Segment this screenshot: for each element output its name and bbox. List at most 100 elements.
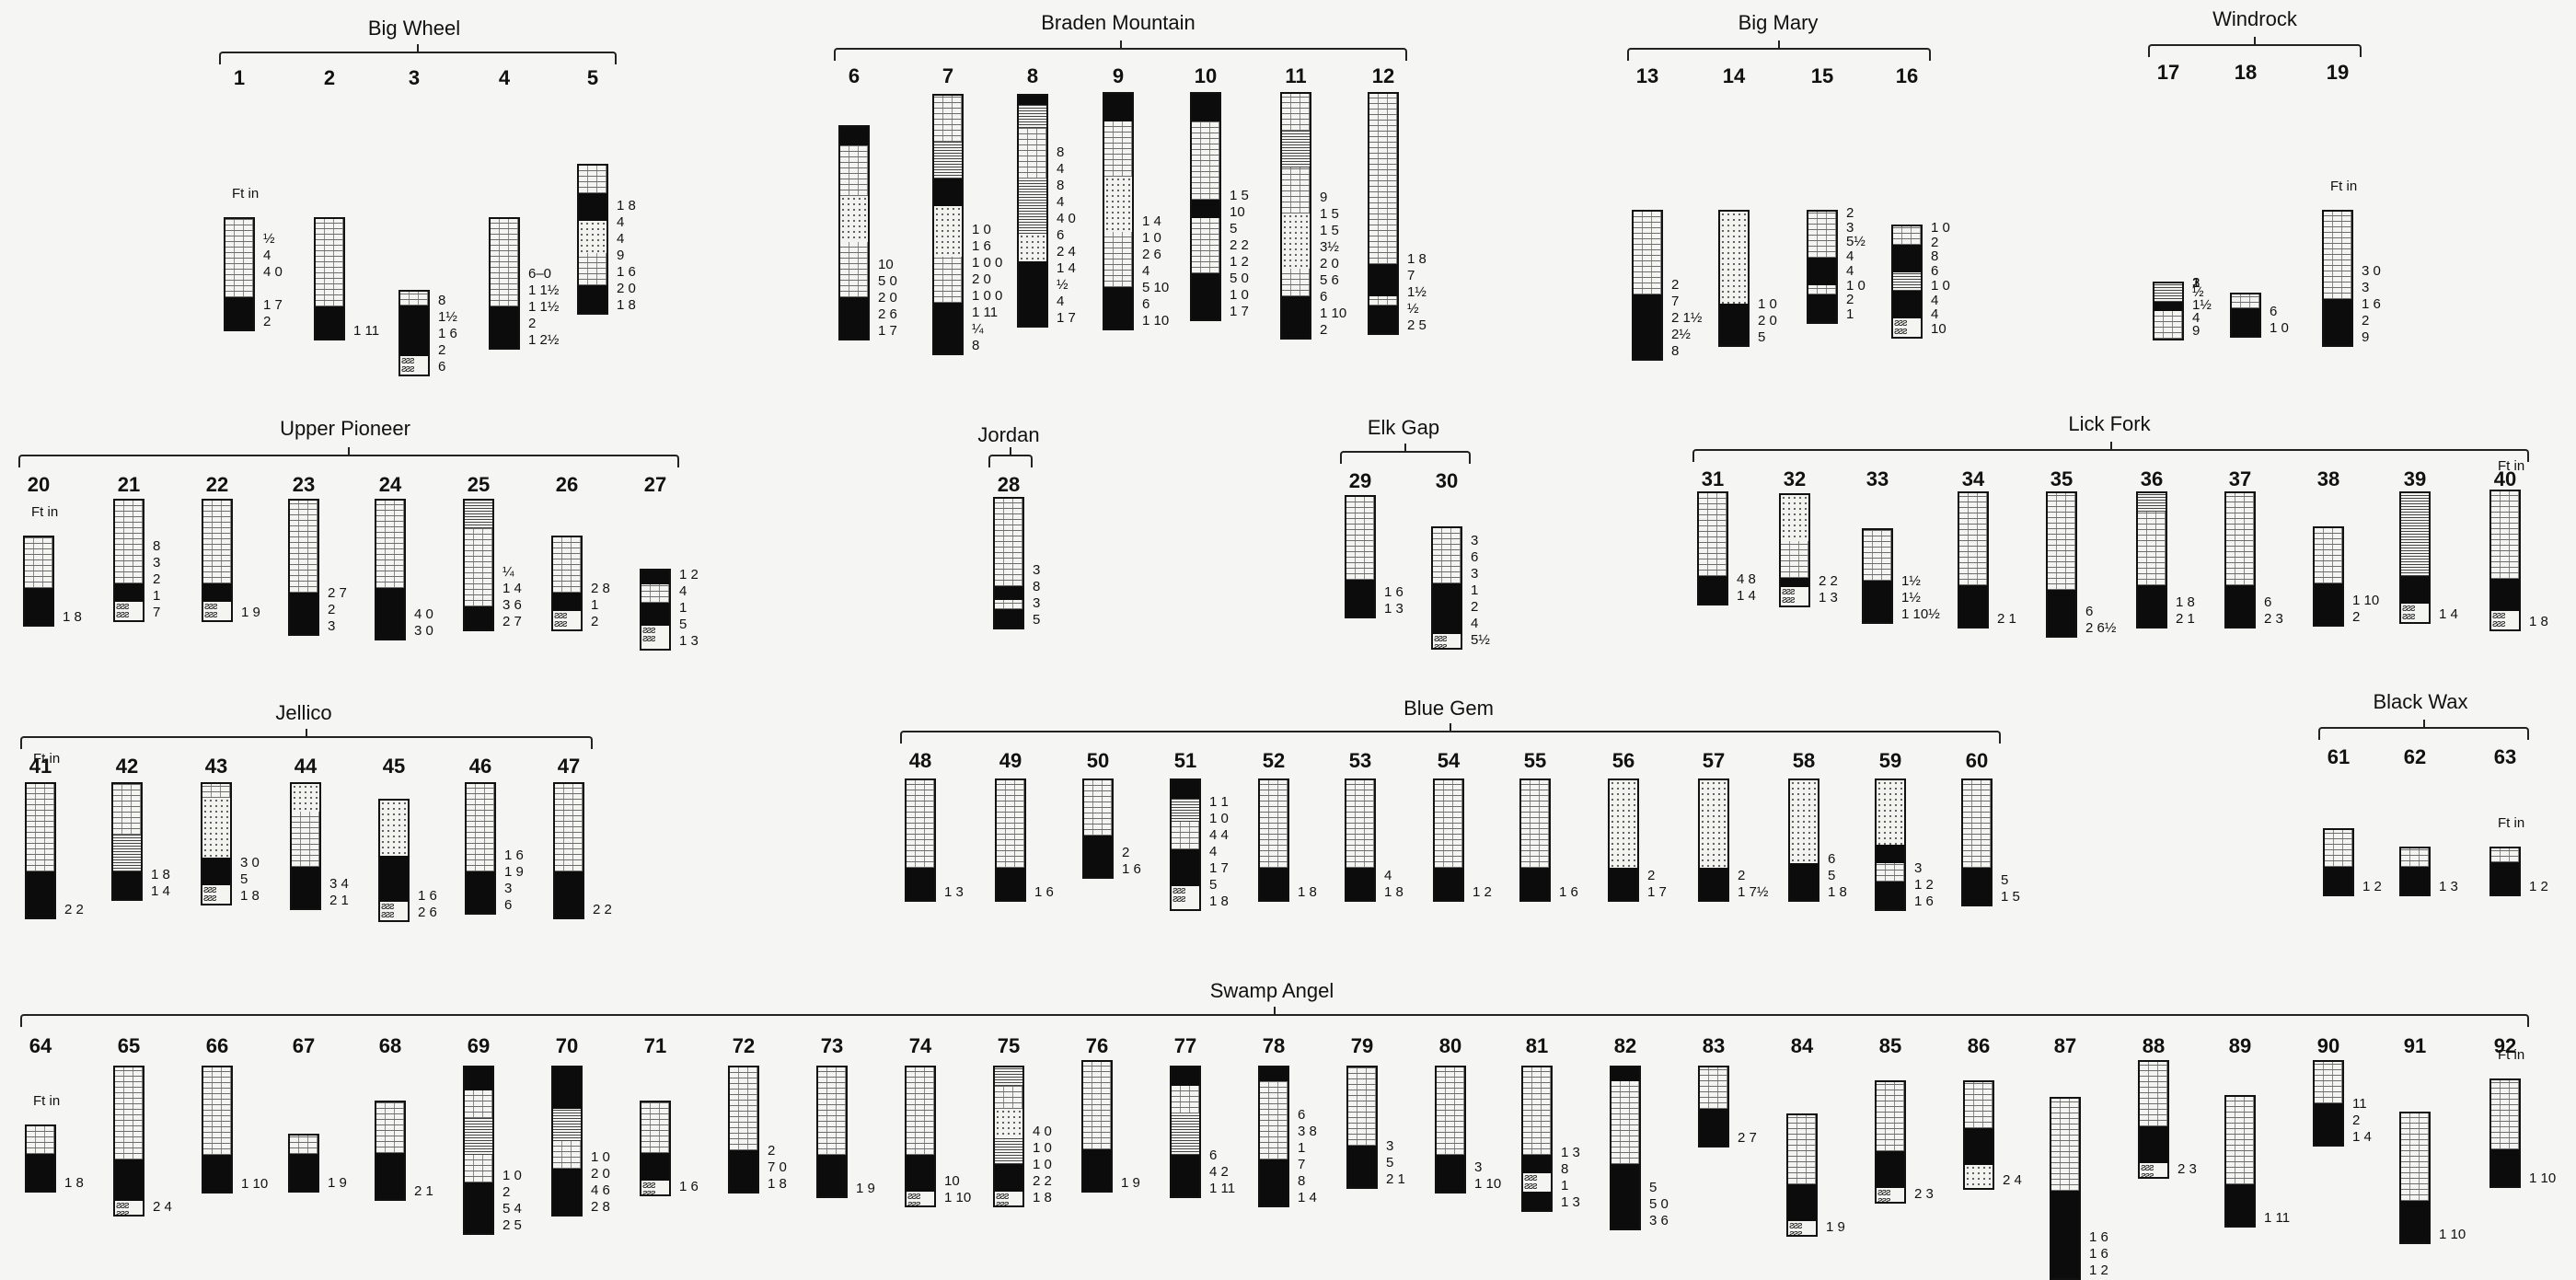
thickness-label: 4 xyxy=(2192,310,2201,326)
section-number: 79 xyxy=(1350,1034,1374,1057)
section-number: 4 xyxy=(498,66,511,89)
section-number: 41 xyxy=(29,755,52,778)
group-bracket-center xyxy=(1274,1007,1276,1014)
thickness-label: 6 xyxy=(1828,851,1836,867)
layer-shale xyxy=(2048,493,2075,590)
section-number: 40 xyxy=(2493,467,2517,490)
thickness-label: 1 0 xyxy=(1142,230,1161,246)
layer-sand xyxy=(840,196,868,242)
layer-shale xyxy=(907,780,934,868)
layer-shale xyxy=(1369,94,1397,264)
layer-coal xyxy=(1634,294,1661,359)
section-number: 61 xyxy=(2327,745,2351,768)
layer-sand xyxy=(292,784,319,812)
thickness-label: 3 8 xyxy=(1298,1124,1317,1139)
thickness-label: 6 xyxy=(1320,289,1328,305)
thickness-label: 3 xyxy=(1033,595,1041,611)
thickness-label: 5 xyxy=(1230,221,1238,236)
layer-root xyxy=(2140,1163,2167,1177)
layer-shale xyxy=(641,1102,669,1153)
ft-in-unit-label: Ft in xyxy=(232,186,260,202)
thickness-label: 1 0 xyxy=(502,1168,522,1183)
layer-shale xyxy=(465,1090,492,1118)
group-title: Jordan xyxy=(977,423,1040,446)
layer-shale xyxy=(1788,1115,1816,1184)
layer-sand xyxy=(579,221,606,253)
section-number: 9 xyxy=(1112,64,1125,87)
thickness-label: 2 6½ xyxy=(2085,620,2117,636)
section-column xyxy=(1170,1066,1201,1198)
section-number: 80 xyxy=(1438,1034,1462,1057)
thickness-label: 2 3 xyxy=(2177,1161,2197,1177)
thickness-label: 2 xyxy=(2362,313,2370,329)
section-column xyxy=(1431,526,1462,650)
thickness-label: 1 8 xyxy=(2529,614,2548,629)
layer-shale xyxy=(934,96,962,142)
layer-root xyxy=(995,1192,1022,1205)
layer-coal xyxy=(113,871,141,899)
thickness-label: 1 7 xyxy=(1209,860,1229,876)
thickness-label: 2 0 xyxy=(1758,313,1777,329)
section-column xyxy=(111,782,143,901)
section-column xyxy=(202,1066,233,1194)
layer-root xyxy=(641,626,669,649)
section-column xyxy=(465,782,496,915)
section-column xyxy=(489,217,520,350)
layer-coal xyxy=(203,1155,231,1192)
layer-coal xyxy=(1019,261,1046,326)
section-column xyxy=(2313,526,2344,627)
thickness-label: 2 xyxy=(2352,609,2361,625)
layer-coal xyxy=(1808,258,1836,285)
layer-coal xyxy=(376,588,404,639)
section-column xyxy=(728,1066,759,1194)
thickness-label: 1 8 xyxy=(617,198,636,213)
thickness-label: 2 4 xyxy=(2003,1172,2022,1188)
layer-shale xyxy=(1172,1086,1199,1113)
layer-sand xyxy=(1700,780,1727,868)
section-number: 81 xyxy=(1525,1034,1549,1057)
section-column xyxy=(399,290,430,376)
layer-coal xyxy=(1611,1067,1639,1081)
layer-shale xyxy=(1435,780,1462,868)
layer-clay xyxy=(465,501,492,528)
thickness-label: 10 xyxy=(944,1173,960,1189)
thickness-label: 1 2½ xyxy=(528,332,560,348)
thickness-label: 4 2 xyxy=(1209,1164,1229,1180)
section-number: 66 xyxy=(205,1034,229,1057)
thickness-label: 4 8 xyxy=(1737,571,1756,587)
thickness-label: 1 6 xyxy=(617,264,636,280)
thickness-label: 1 0 0 xyxy=(972,288,1003,304)
layer-coal xyxy=(1720,304,1748,345)
layer-coal xyxy=(1700,868,1727,900)
thickness-label: 2 6 xyxy=(418,905,437,920)
layer-shale xyxy=(1965,1082,1993,1128)
thickness-label: 1 6 xyxy=(2362,296,2381,312)
layer-shale xyxy=(1019,128,1046,179)
layer-coal xyxy=(2315,1103,2342,1145)
layer-coal xyxy=(25,588,52,625)
layer-shale xyxy=(465,1155,492,1182)
section-number: 85 xyxy=(1878,1034,1902,1057)
group-bracket xyxy=(219,44,617,64)
layer-shale xyxy=(290,1136,318,1154)
thickness-label: 10 xyxy=(1230,204,1245,220)
thickness-label: 1 6 xyxy=(2089,1229,2108,1245)
section-column xyxy=(1082,778,1114,879)
section-column xyxy=(2323,828,2354,896)
thickness-label: 1 2 xyxy=(2362,879,2382,894)
layer-shale xyxy=(1104,232,1132,287)
thickness-label: 1 6 xyxy=(1034,884,1054,900)
thickness-label: 2 xyxy=(2352,1113,2361,1128)
layer-coal xyxy=(934,303,962,353)
layer-shale xyxy=(1346,780,1374,868)
thickness-label: 2 2 xyxy=(593,902,612,917)
section-column xyxy=(201,782,232,905)
section-number: 23 xyxy=(292,473,316,496)
section-number: 34 xyxy=(1961,467,1985,490)
thickness-label: ¼ xyxy=(502,564,514,580)
section-number: 35 xyxy=(2050,467,2074,490)
layer-shale xyxy=(491,219,518,306)
thickness-label: 2 2 xyxy=(1033,1173,1052,1189)
thickness-label: 1 6 xyxy=(504,848,524,863)
layer-coal xyxy=(1172,1155,1199,1196)
